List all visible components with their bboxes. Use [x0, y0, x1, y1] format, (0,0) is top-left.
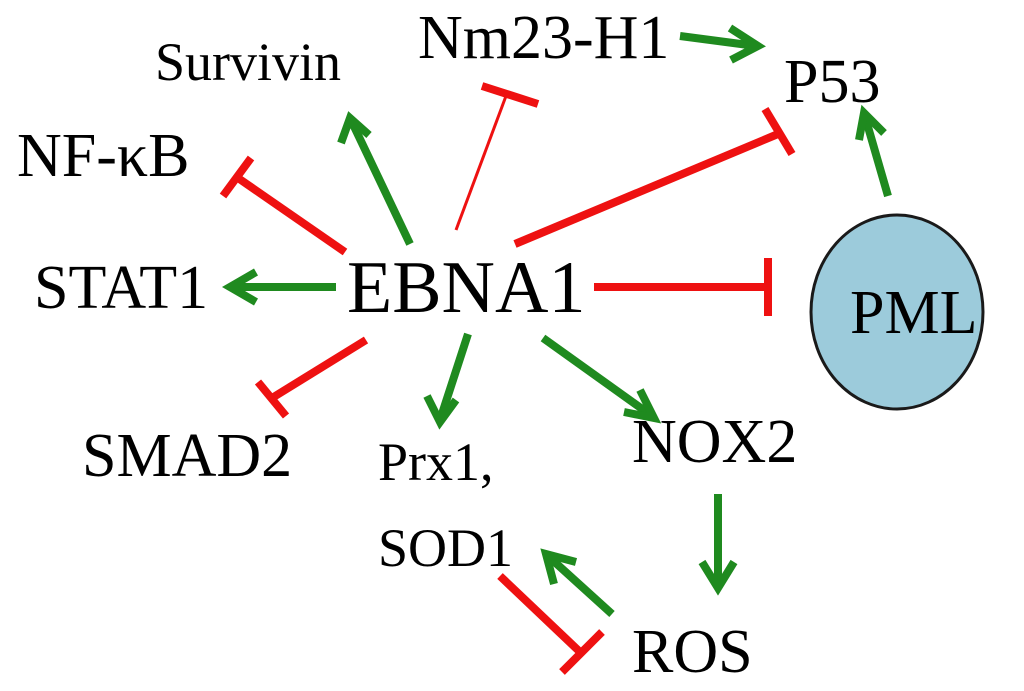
- edge-ebna1-nox2: [540, 334, 662, 424]
- node-nm23-h1: Nm23-H1: [418, 4, 669, 72]
- edge-ros-prx1sod1: [540, 548, 615, 617]
- edge-prx1sod1-ros: [497, 573, 605, 675]
- node-p53: P53: [784, 48, 880, 116]
- edge-pml-p53: [855, 104, 892, 198]
- edge-ebna1-pml: [594, 258, 772, 316]
- node-survivin: Survivin: [155, 32, 341, 92]
- node-ebna1: EBNA1: [347, 247, 585, 329]
- node-ros: ROS: [632, 618, 753, 686]
- pml-circle: [809, 213, 985, 411]
- edges: [219, 24, 892, 675]
- node-labels: Nm23-H1 P53 Survivin NF-κB STAT1 EBNA1 P…: [17, 4, 977, 686]
- edge-ebna1-prx1sod1: [423, 332, 472, 430]
- node-sod1: SOD1: [378, 518, 513, 578]
- node-nox2: NOX2: [632, 408, 797, 476]
- edge-ebna1-stat1: [221, 268, 336, 306]
- node-smad2: SMAD2: [82, 422, 292, 490]
- edge-nox2-ros: [698, 494, 738, 596]
- edge-ebna1-nfkb: [219, 155, 348, 256]
- node-stat1: STAT1: [34, 254, 208, 322]
- node-prx1: Prx1,: [378, 432, 494, 492]
- edge-ebna1-survivin: [337, 111, 414, 246]
- edge-nm23-p53: [679, 24, 766, 64]
- edge-ebna1-smad2: [254, 336, 369, 419]
- edge-ebna1-nm23: [454, 82, 540, 231]
- edge-ebna1-p53: [513, 106, 796, 248]
- node-nf-kb: NF-κB: [17, 122, 190, 190]
- node-pml: PML: [850, 279, 977, 347]
